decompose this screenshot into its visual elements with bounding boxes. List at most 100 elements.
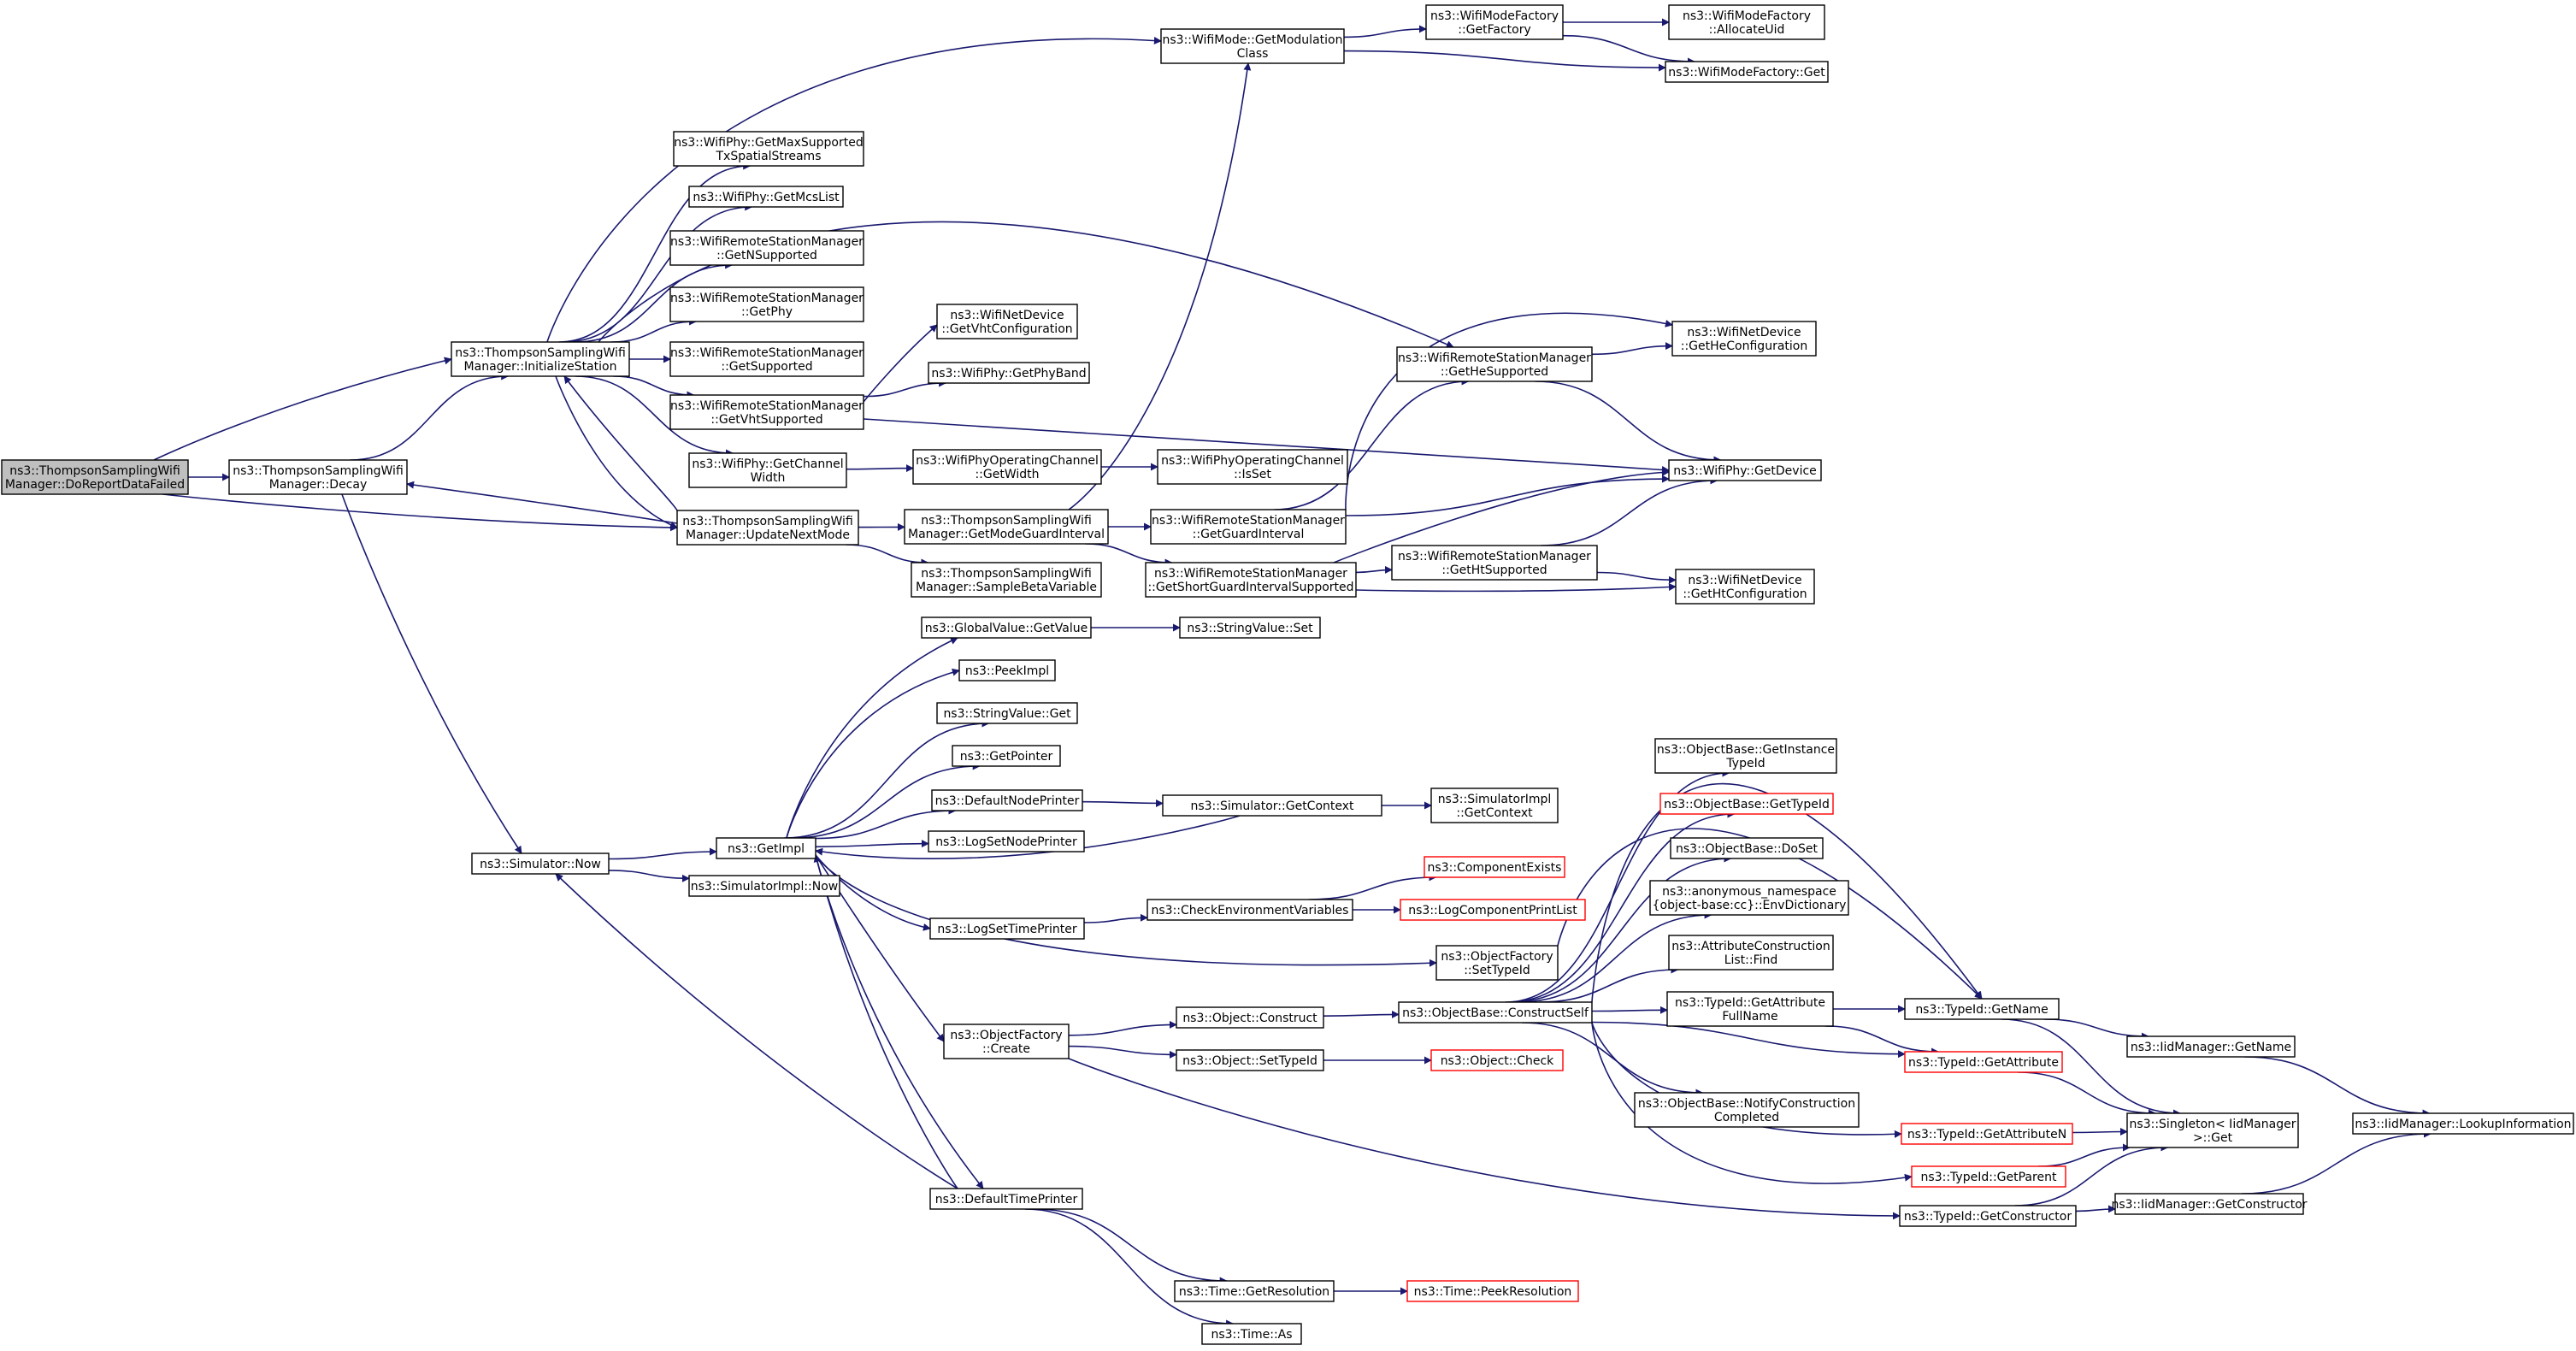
node-timeGetRes[interactable]: ns3::Time::GetResolution <box>1174 1280 1335 1302</box>
node-getHtConf[interactable]: ns3::WifiNetDevice::GetHtConfiguration <box>1675 569 1815 605</box>
node-box-obDoSet <box>1670 837 1824 859</box>
node-box-getHtConf <box>1675 569 1815 605</box>
node-objConstruct[interactable]: ns3::Object::Construct <box>1176 1006 1324 1029</box>
node-simNow[interactable]: ns3::Simulator::Now <box>471 852 610 875</box>
node-getHtSupp[interactable]: ns3::WifiRemoteStationManager::GetHtSupp… <box>1391 545 1598 581</box>
node-notifyConstr[interactable]: ns3::ObjectBase::NotifyConstructionCompl… <box>1634 1092 1860 1128</box>
edge-defTimePrinter-to-simNow <box>555 873 958 1189</box>
node-box-simGetContext <box>1162 794 1382 817</box>
node-label-simNow-0: ns3::Simulator::Now <box>480 858 601 871</box>
node-getNSupp[interactable]: ns3::WifiRemoteStationManager::GetNSuppo… <box>669 230 864 266</box>
node-label-getMaxSS-0: ns3::WifiPhy::GetMaxSupported <box>674 136 864 150</box>
node-defNodePrinter[interactable]: ns3::DefaultNodePrinter <box>931 789 1083 811</box>
node-ofSetTypeId[interactable]: ns3::ObjectFactory::SetTypeId <box>1435 945 1559 981</box>
edge-constructSelf-to-notifyConstr <box>1521 1022 1704 1097</box>
node-label-attrConsFind-0: ns3::AttributeConstruction <box>1671 940 1830 953</box>
node-modeFactGetFactory[interactable]: ns3::WifiModeFactory::GetFactory <box>1425 4 1564 40</box>
node-envDict[interactable]: ns3::anonymous_namespace{object-base:cc}… <box>1649 880 1849 916</box>
node-label-obDoSet-0: ns3::ObjectBase::DoSet <box>1676 842 1818 856</box>
edge-ofCreate-to-objSetTypeId <box>1068 1045 1177 1059</box>
node-updateNext[interactable]: ns3::ThompsonSamplingWifiManager::Update… <box>676 510 859 546</box>
node-tidGetConstructor[interactable]: ns3::TypeId::GetConstructor <box>1899 1205 2077 1227</box>
node-label-notifyConstr-1: Completed <box>1714 1111 1779 1124</box>
node-label-rsmGetSupp-1: ::GetSupported <box>721 360 812 374</box>
node-box-tidGetAttr <box>1904 1051 2063 1073</box>
node-initStation[interactable]: ns3::ThompsonSamplingWifiManager::Initia… <box>451 341 630 377</box>
node-iidGetName[interactable]: ns3::IidManager::GetName <box>2126 1035 2296 1058</box>
node-ofCreate[interactable]: ns3::ObjectFactory::Create <box>943 1024 1070 1059</box>
node-rsmGetPhy[interactable]: ns3::WifiRemoteStationManager::GetPhy <box>669 286 864 322</box>
node-label-ofSetTypeId-0: ns3::ObjectFactory <box>1441 950 1553 964</box>
node-getPointer[interactable]: ns3::GetPointer <box>952 745 1061 767</box>
node-opChanIsSet[interactable]: ns3::WifiPhyOperatingChannel::IsSet <box>1157 449 1348 485</box>
node-simImplNow[interactable]: ns3::SimulatorImpl::Now <box>688 875 840 897</box>
node-allocUid[interactable]: ns3::WifiModeFactory::AllocateUid <box>1668 4 1825 40</box>
node-label-tidGetAttrN-0: ns3::TypeId::GetAttributeN <box>1907 1128 2066 1142</box>
node-tidGetParent[interactable]: ns3::TypeId::GetParent <box>1911 1165 2066 1188</box>
node-logSetTime[interactable]: ns3::LogSetTimePrinter <box>929 917 1085 940</box>
node-defTimePrinter[interactable]: ns3::DefaultTimePrinter <box>929 1188 1083 1210</box>
node-label-modeFactGetFactory-1: ::GetFactory <box>1458 23 1531 37</box>
node-getImpl[interactable]: ns3::GetImpl <box>716 837 816 859</box>
node-logSetNode[interactable]: ns3::LogSetNodePrinter <box>928 830 1085 852</box>
node-label-getHtSupp-1: ::GetHtSupported <box>1441 563 1547 577</box>
node-tidGetAttr[interactable]: ns3::TypeId::GetAttribute <box>1904 1051 2063 1073</box>
node-box-sampleBeta <box>911 562 1102 598</box>
node-opChanWidth[interactable]: ns3::WifiPhyOperatingChannel::GetWidth <box>912 449 1102 485</box>
node-objSetTypeId[interactable]: ns3::Object::SetTypeId <box>1176 1049 1324 1071</box>
node-svSet[interactable]: ns3::StringValue::Set <box>1179 617 1321 639</box>
node-rsmGetSupp[interactable]: ns3::WifiRemoteStationManager::GetSuppor… <box>669 341 864 377</box>
node-box-singletonGet <box>2126 1112 2299 1148</box>
edge-decay-to-initStation <box>350 372 510 461</box>
node-objCheck[interactable]: ns3::Object::Check <box>1430 1049 1564 1071</box>
node-peekImpl[interactable]: ns3::PeekImpl <box>958 659 1056 681</box>
node-iidLookup[interactable]: ns3::IidManager::LookupInformation <box>2352 1112 2574 1135</box>
node-box-objSetTypeId <box>1176 1049 1324 1071</box>
node-obDoSet[interactable]: ns3::ObjectBase::DoSet <box>1670 837 1824 859</box>
node-label-decay-1: Manager::Decay <box>269 478 368 492</box>
node-simImplGetContext[interactable]: ns3::SimulatorImpl::GetContext <box>1430 788 1559 823</box>
node-getVhtSupp[interactable]: ns3::WifiRemoteStationManager::GetVhtSup… <box>669 394 864 430</box>
node-getGuardInt[interactable]: ns3::WifiRemoteStationManager::GetGuardI… <box>1150 509 1347 545</box>
node-singletonGet[interactable]: ns3::Singleton< IidManager>::Get <box>2126 1112 2299 1148</box>
node-label-tidGetName-0: ns3::TypeId::GetName <box>1915 1003 2048 1017</box>
node-iidGetConstructor[interactable]: ns3::IidManager::GetConstructor <box>2111 1193 2308 1215</box>
node-getVhtConf[interactable]: ns3::WifiNetDevice::GetVhtConfiguration <box>936 304 1078 339</box>
edges-layer <box>153 18 2432 1328</box>
node-checkEnv[interactable]: ns3::CheckEnvironmentVariables <box>1147 899 1353 921</box>
node-obGetTypeId[interactable]: ns3::ObjectBase::GetTypeId <box>1659 793 1834 815</box>
node-getMaxSS[interactable]: ns3::WifiPhy::GetMaxSupportedTxSpatialSt… <box>673 131 864 167</box>
node-modeFactGet[interactable]: ns3::WifiModeFactory::Get <box>1665 61 1829 83</box>
node-label-compExists-0: ns3::ComponentExists <box>1428 861 1562 875</box>
node-getHeConf[interactable]: ns3::WifiNetDevice::GetHeConfiguration <box>1671 321 1817 357</box>
node-getShortGI[interactable]: ns3::WifiRemoteStationManager::GetShortG… <box>1145 562 1357 598</box>
edge-iidGetName-to-iidLookup <box>2244 1056 2431 1118</box>
node-getHeSupp[interactable]: ns3::WifiRemoteStationManager::GetHeSupp… <box>1396 346 1593 382</box>
edge-updateNext-to-initStation <box>563 375 679 513</box>
edge-getModeGI-to-getModulation <box>1068 62 1252 510</box>
node-label-objConstruct-0: ns3::Object::Construct <box>1182 1012 1317 1025</box>
node-compExists[interactable]: ns3::ComponentExists <box>1424 856 1565 878</box>
node-tidGetName[interactable]: ns3::TypeId::GetName <box>1904 998 2060 1020</box>
node-getMcsList[interactable]: ns3::WifiPhy::GetMcsList <box>688 186 844 208</box>
node-getPhyBand[interactable]: ns3::WifiPhy::GetPhyBand <box>928 362 1090 384</box>
node-phyGetDevice[interactable]: ns3::WifiPhy::GetDevice <box>1668 459 1822 481</box>
node-gvGetValue[interactable]: ns3::GlobalValue::GetValue <box>921 617 1092 639</box>
node-timePeekRes[interactable]: ns3::Time::PeekResolution <box>1406 1280 1579 1302</box>
node-logCompPrint[interactable]: ns3::LogComponentPrintList <box>1400 899 1586 921</box>
node-svGet[interactable]: ns3::StringValue::Get <box>936 702 1078 724</box>
node-getModeGI[interactable]: ns3::ThompsonSamplingWifiManager::GetMod… <box>904 509 1109 545</box>
node-tidGetAttrN[interactable]: ns3::TypeId::GetAttributeN <box>1901 1123 2073 1145</box>
node-sampleBeta[interactable]: ns3::ThompsonSamplingWifiManager::Sample… <box>911 562 1102 598</box>
node-constructSelf[interactable]: ns3::ObjectBase::ConstructSelf <box>1398 1001 1593 1024</box>
node-label-root-1: Manager::DoReportDataFailed <box>5 478 185 492</box>
node-timeAs[interactable]: ns3::Time::As <box>1201 1323 1302 1345</box>
node-box-objCheck <box>1430 1049 1564 1071</box>
node-simGetContext[interactable]: ns3::Simulator::GetContext <box>1162 794 1382 817</box>
